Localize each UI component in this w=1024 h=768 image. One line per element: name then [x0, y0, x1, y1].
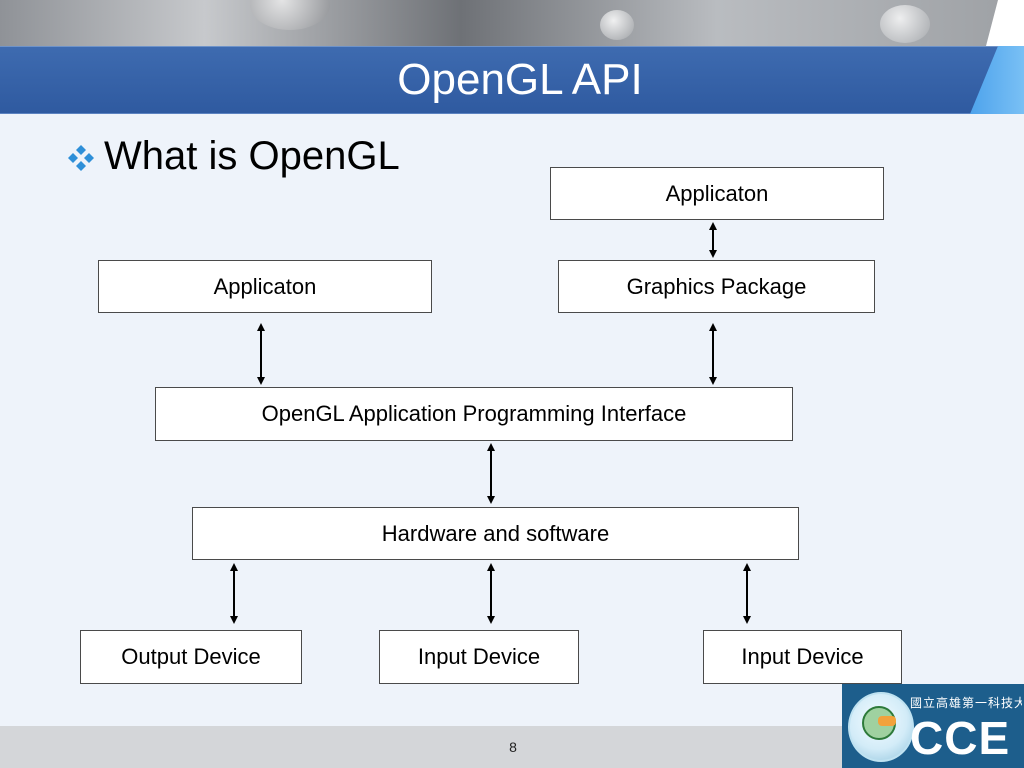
slide-title: OpenGL API [397, 55, 643, 104]
decorative-header-photo [0, 0, 1024, 46]
box-application-left: Applicaton [98, 260, 432, 313]
box-hardware-software: Hardware and software [192, 507, 799, 560]
logo-org-name: 國立高雄第一科技大學 [910, 696, 1022, 710]
title-bar [0, 46, 1024, 115]
cce-logo-icon: 國立高雄第一科技大學 CCE [842, 684, 1024, 768]
page-number: 8 [509, 739, 517, 755]
box-application-top: Applicaton [550, 167, 884, 220]
logo-emblem [848, 692, 914, 762]
logo-mark: CCE [910, 712, 1011, 764]
box-graphics-package: Graphics Package [558, 260, 875, 313]
diamond-bullet-icon [68, 145, 94, 171]
box-input-device-1: Input Device [379, 630, 579, 684]
section-heading: What is OpenGL [104, 134, 400, 178]
box-opengl-api: OpenGL Application Programming Interface [155, 387, 793, 441]
box-output-device: Output Device [80, 630, 302, 684]
box-input-device-2: Input Device [703, 630, 902, 684]
